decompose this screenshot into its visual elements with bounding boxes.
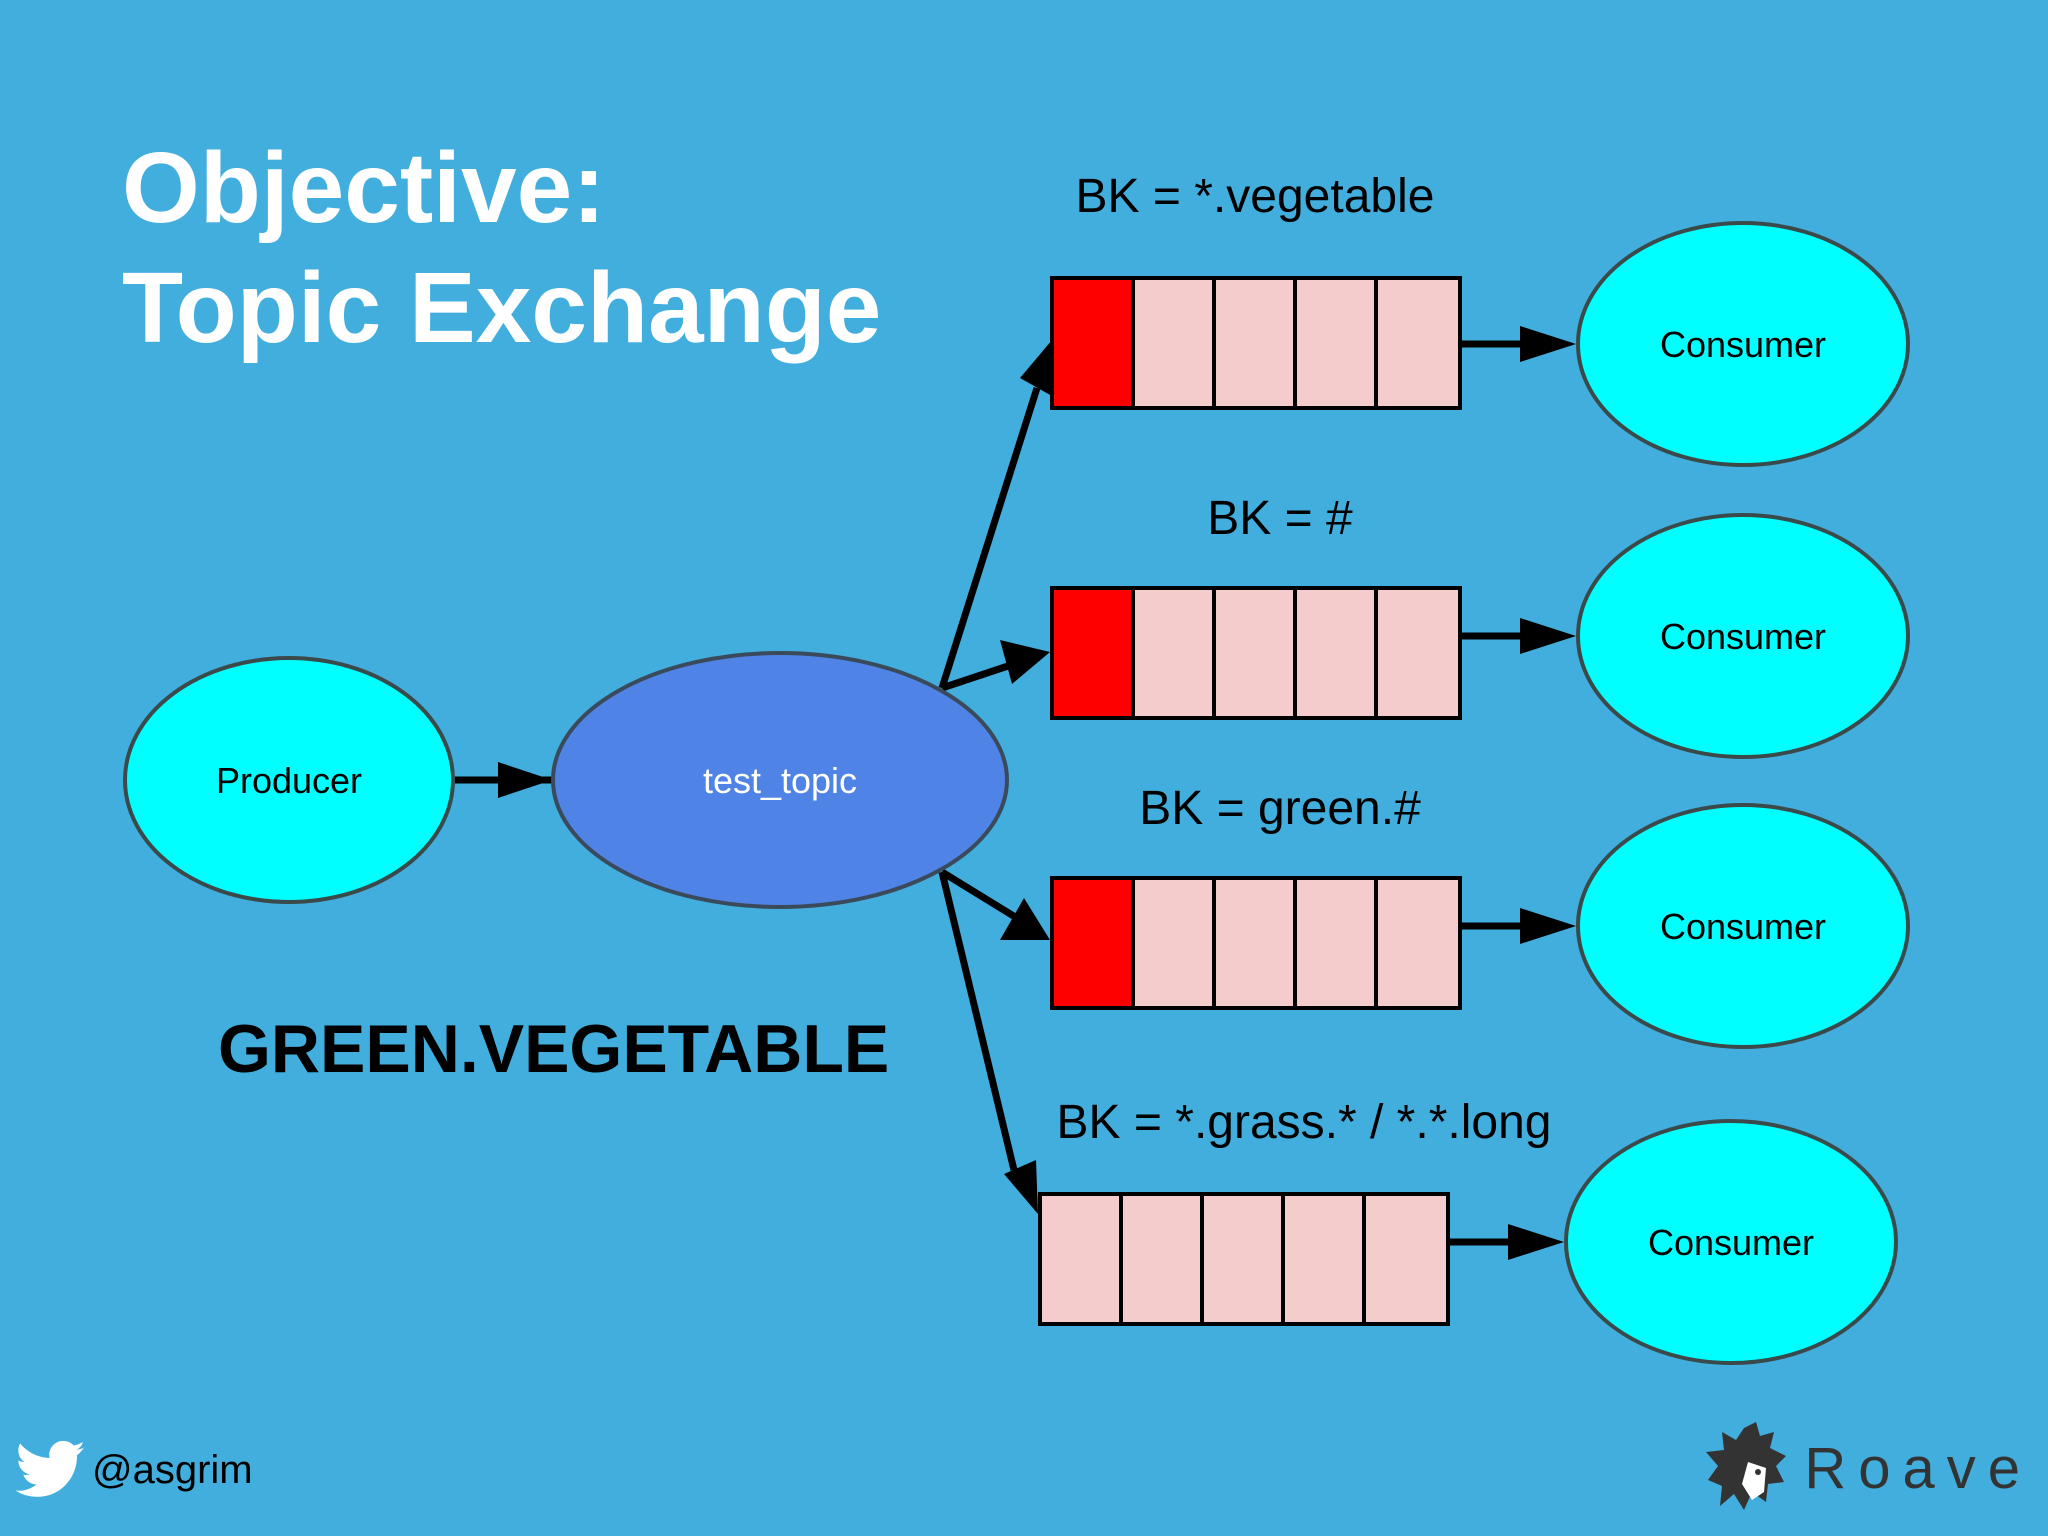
queue-1-slot-5 — [1374, 276, 1462, 410]
twitter-handle: @asgrim — [16, 1440, 253, 1500]
queue-2-slot-5 — [1374, 586, 1462, 720]
consumer-3: Consumer — [1576, 803, 1910, 1049]
producer-label: Producer — [216, 760, 362, 801]
title-line-2: Topic Exchange — [122, 252, 882, 364]
exchange-label: test_topic — [703, 760, 857, 801]
consumer-4: Consumer — [1564, 1119, 1898, 1365]
queue-1-slot-4 — [1293, 276, 1378, 410]
queue-3-slot-5 — [1374, 876, 1462, 1010]
brand-name: Roave — [1804, 1435, 2032, 1501]
queue-4: BK = *.grass.* / *.*.long — [1038, 1096, 1552, 1326]
queue-3-slot-3 — [1212, 876, 1297, 1010]
edge-exchange-queue-2 — [940, 658, 1022, 692]
routing-key-label: GREEN.VEGETABLE — [218, 1011, 890, 1087]
edges — [455, 326, 1576, 1260]
consumer-1: Consumer — [1576, 221, 1910, 467]
arrowhead-queue-2-consumer — [1520, 618, 1576, 654]
queue-2-slot-2 — [1131, 586, 1216, 720]
queue-4-binding-key: BK = *.grass.* / *.*.long — [1057, 1096, 1552, 1149]
arrowhead-queue-4-consumer — [1508, 1224, 1564, 1260]
queue-3-slot-4 — [1293, 876, 1378, 1010]
consumer-3-label: Consumer — [1660, 906, 1826, 947]
queue-3-slot-1 — [1050, 876, 1135, 1010]
queue-1-slot-2 — [1131, 276, 1216, 410]
queue-4-slot-4 — [1281, 1192, 1366, 1326]
queue-1-slot-3 — [1212, 276, 1297, 410]
consumer-2: Consumer — [1576, 513, 1910, 759]
queue-3-binding-key: BK = green.# — [1139, 782, 1421, 835]
arrowhead-exchange-queue-3 — [1000, 898, 1050, 940]
edge-exchange-queue-1 — [938, 386, 1041, 690]
queue-3: BK = green.# — [1050, 782, 1462, 1010]
queue-4-slot-1 — [1038, 1192, 1123, 1326]
edge-exchange-queue-4 — [938, 871, 1018, 1171]
queue-4-slot-5 — [1362, 1192, 1450, 1326]
title-line-1: Objective: — [122, 132, 606, 244]
consumer-2-label: Consumer — [1660, 616, 1826, 657]
consumer-4-label: Consumer — [1648, 1222, 1814, 1263]
arrowhead-exchange-queue-1 — [1020, 340, 1052, 396]
consumer-1-label: Consumer — [1660, 324, 1826, 365]
arrowhead-queue-1-consumer — [1520, 326, 1576, 362]
twitter-handle-text: @asgrim — [92, 1447, 253, 1492]
queue-1-binding-key: BK = *.vegetable — [1076, 170, 1435, 223]
arrowhead-queue-3-consumer — [1520, 908, 1576, 944]
queue-4-slot-2 — [1119, 1192, 1204, 1326]
queue-2-slot-4 — [1293, 586, 1378, 720]
exchange-node: test_topic — [551, 651, 1009, 909]
producer-node: Producer — [123, 656, 455, 904]
queue-2-slot-3 — [1212, 586, 1297, 720]
edge-exchange-queue-3 — [940, 869, 1022, 923]
queue-3-slot-2 — [1131, 876, 1216, 1010]
queue-2: BK = # — [1050, 492, 1462, 720]
queue-2-binding-key: BK = # — [1207, 492, 1353, 545]
twitter-bird-icon — [16, 1440, 85, 1497]
queue-4-slot-3 — [1200, 1192, 1285, 1326]
queue-2-slot-1 — [1050, 586, 1135, 720]
queue-1: BK = *.vegetable — [1050, 170, 1462, 410]
brand: Roave — [1704, 1422, 2032, 1514]
roave-dog-logo — [1706, 1422, 1787, 1510]
arrowhead-exchange-queue-4 — [1004, 1160, 1038, 1214]
queue-1-slot-1 — [1050, 276, 1135, 410]
arrowhead-exchange-queue-2 — [1000, 640, 1050, 684]
arrowhead-producer-exchange — [498, 762, 552, 798]
slide-title: Objective: Topic Exchange — [122, 128, 881, 368]
